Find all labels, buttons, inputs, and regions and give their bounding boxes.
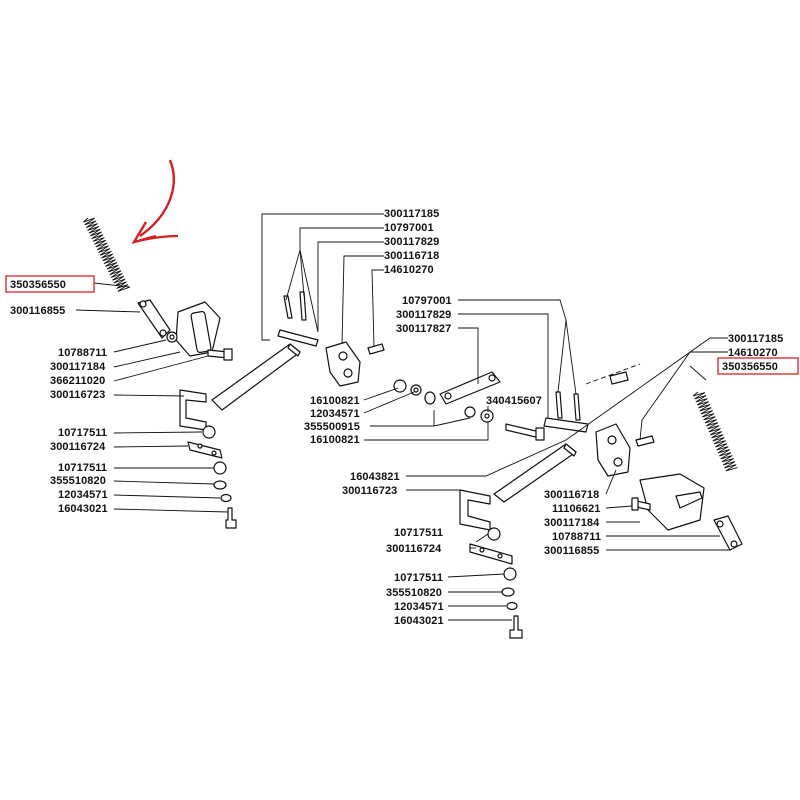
part-number-300117185: 300117185 xyxy=(728,333,783,345)
center-link-parts xyxy=(393,371,545,441)
labels-left: 350356550 300116855 10788711 300117184 3… xyxy=(10,279,108,515)
left-bracket-plate xyxy=(175,301,221,357)
right-pins xyxy=(543,391,589,433)
part-number-366211020: 366211020 xyxy=(50,375,105,387)
labels-top: 300117185 10797001 300117829 300116718 1… xyxy=(384,208,439,276)
right-bracket-plate xyxy=(631,473,705,531)
left-hardware-stack xyxy=(187,425,237,529)
left-shaft xyxy=(211,343,301,411)
part-number-350356550: 350356550 xyxy=(722,361,778,373)
center-shaft xyxy=(493,443,577,503)
part-number-300116718: 300116718 xyxy=(544,489,599,501)
left-u-bolt xyxy=(179,389,207,431)
right-clevis xyxy=(595,423,655,477)
highlight-box-right xyxy=(717,357,799,375)
highlight-box-left xyxy=(5,275,95,293)
part-number-300116855: 300116855 xyxy=(10,305,65,317)
part-number-300117184: 300117184 xyxy=(544,517,600,529)
part-number-16100821: 16100821 xyxy=(310,434,360,446)
part-number-10788711: 10788711 xyxy=(552,531,601,543)
part-number-300116724: 300116724 xyxy=(50,441,106,453)
part-number-14610270: 14610270 xyxy=(384,264,434,276)
center-u-bolt xyxy=(459,489,491,531)
part-number-10717511: 10717511 xyxy=(394,527,443,539)
left-washer-small xyxy=(166,331,178,343)
part-number-300116855: 300116855 xyxy=(544,545,599,557)
part-number-12034571: 12034571 xyxy=(394,601,444,613)
part-number-12034571: 12034571 xyxy=(58,489,108,501)
part-number-300116724: 300116724 xyxy=(386,543,442,555)
part-number-16043821: 16043821 xyxy=(350,471,400,483)
part-number-300117829: 300117829 xyxy=(396,309,451,321)
part-number-14610270: 14610270 xyxy=(728,347,778,359)
labels-center: 10797001 300117829 300117827 16100821 12… xyxy=(304,295,542,627)
part-number-300117185: 300117185 xyxy=(384,208,439,220)
left-link-plate xyxy=(137,299,171,339)
reference-inset xyxy=(585,363,641,385)
part-number-340415607: 340415607 xyxy=(486,395,542,407)
part-number-10797001: 10797001 xyxy=(384,222,434,234)
part-number-16100821: 16100821 xyxy=(310,395,360,407)
part-number-350356550: 350356550 xyxy=(10,279,66,291)
part-number-10717511: 10717511 xyxy=(394,572,443,584)
left-spring xyxy=(83,217,130,292)
part-number-355510820: 355510820 xyxy=(386,587,442,599)
part-number-300116723: 300116723 xyxy=(50,389,105,401)
part-number-10717511: 10717511 xyxy=(58,427,107,439)
right-link-plate xyxy=(713,515,743,551)
part-number-300117184: 300117184 xyxy=(50,361,106,373)
part-number-10788711: 10788711 xyxy=(58,347,107,359)
part-number-10797001: 10797001 xyxy=(402,295,452,307)
center-hardware-stack xyxy=(469,527,523,639)
center-top-parts xyxy=(277,291,385,387)
part-number-10717511: 10717511 xyxy=(58,462,107,474)
part-number-16043021: 16043021 xyxy=(58,503,108,515)
part-number-300117827: 300117827 xyxy=(396,323,451,335)
part-number-355500915: 355500915 xyxy=(304,421,360,433)
part-number-16043021: 16043021 xyxy=(394,615,444,627)
left-bolt xyxy=(207,348,233,361)
leader-lines xyxy=(75,213,730,621)
part-number-355510820: 355510820 xyxy=(50,475,106,487)
part-number-300116718: 300116718 xyxy=(384,250,439,262)
part-number-300117829: 300117829 xyxy=(384,236,439,248)
right-spring xyxy=(692,391,738,472)
curved-arrow-icon xyxy=(131,159,179,244)
part-number-12034571: 12034571 xyxy=(310,408,360,420)
part-number-11106621: 11106621 xyxy=(552,503,601,515)
part-number-300116723: 300116723 xyxy=(342,485,397,497)
labels-right: 300117185 14610270 350356550 300116718 1… xyxy=(544,333,783,557)
